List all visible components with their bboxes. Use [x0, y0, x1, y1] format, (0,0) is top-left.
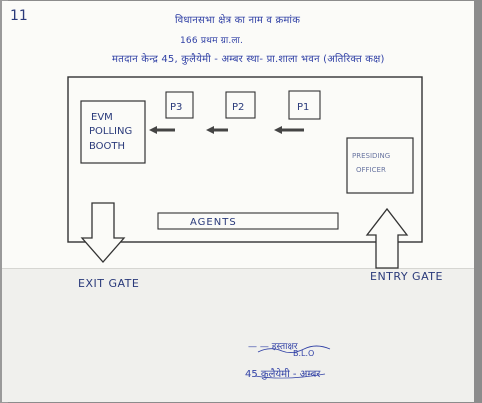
station-p1-box [288, 90, 321, 120]
paper-lower-section [2, 268, 474, 402]
station-p3-label: P3 [170, 102, 182, 113]
entry-gate-label: ENTRY GATE [370, 270, 443, 283]
evm-booth-line-2: POLLING [89, 126, 132, 137]
signature-line-3: 45 कुलैयेमी - अम्बर [245, 369, 321, 380]
flow-arrow-p2-to-p3 [206, 126, 228, 134]
presiding-officer-line-2: OFFICER [356, 166, 386, 174]
agents-box [157, 212, 339, 230]
evm-booth-box [80, 100, 146, 164]
corner-mark: 11 [10, 8, 28, 24]
presiding-officer-box [346, 137, 414, 194]
flow-arrow-p1-to-p2 [274, 126, 304, 134]
room-outline [67, 76, 423, 243]
header-line-3: मतदान केन्द्र 45, कुलैयेमी - अम्बर स्था-… [112, 54, 385, 65]
exit-gate-label: EXIT GATE [78, 277, 140, 290]
header-line-2: 166 प्रथम ग्रा.ला. [180, 36, 244, 46]
signature-underline [254, 373, 326, 379]
presiding-officer-line-1: PRESIDING [352, 152, 390, 160]
evm-booth-line-3: BOOTH [89, 141, 125, 152]
station-p1-label: P1 [297, 102, 309, 113]
signature-line-2: B.L.O [293, 349, 315, 358]
agents-label: AGENTS [190, 217, 237, 228]
entry-gate-arrow [365, 207, 409, 269]
signature-line-1: — — हस्ताक्षर [248, 342, 298, 352]
evm-booth-line-1: EVM [91, 112, 113, 123]
exit-gate-arrow [80, 202, 126, 263]
station-p2-label: P2 [232, 102, 244, 113]
header-line-1: विधानसभा क्षेत्र का नाम व क्रमांक [175, 15, 301, 26]
station-p3-box [165, 91, 194, 119]
flow-arrow-to-booth [149, 126, 175, 134]
signature-scribble [257, 345, 331, 354]
station-p2-box [225, 91, 256, 119]
